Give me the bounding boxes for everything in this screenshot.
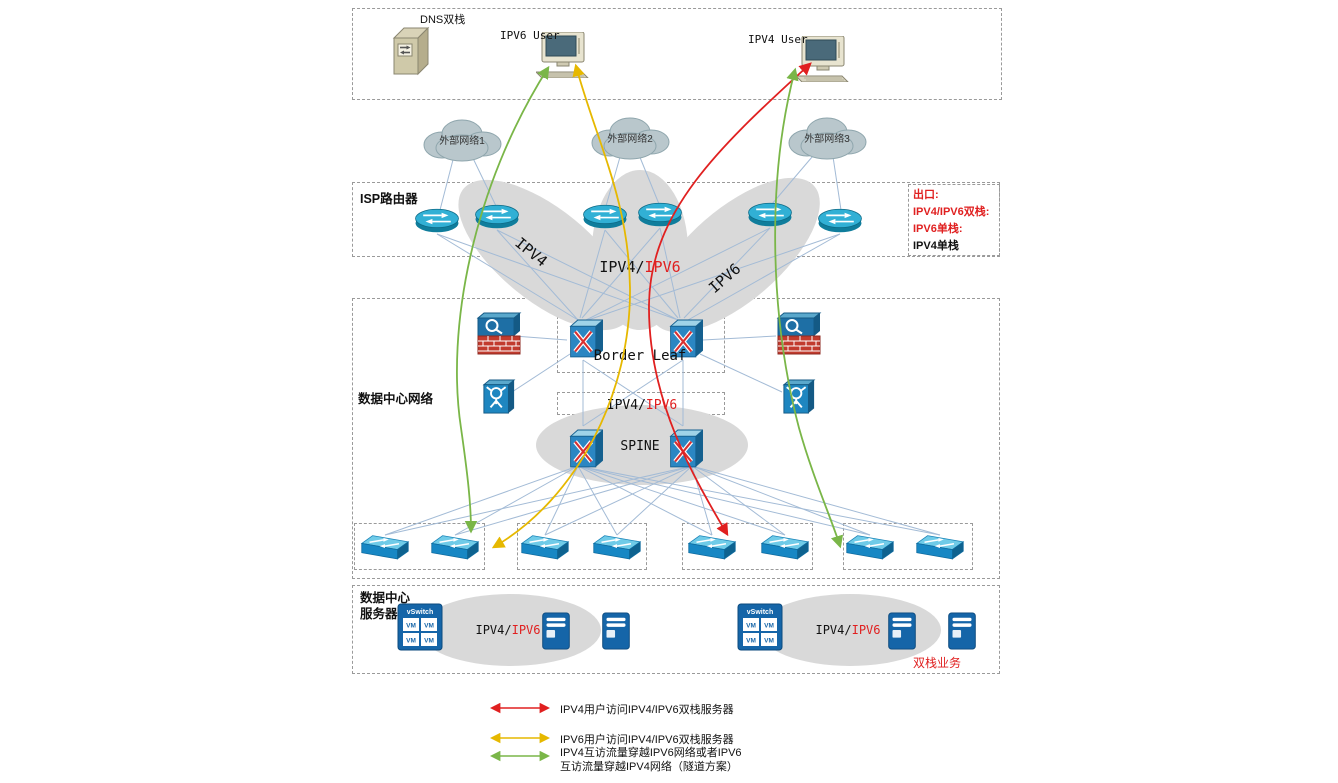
- leaf-switch-icon-7: [845, 534, 895, 560]
- cloud-label-3: 外部网络3: [804, 132, 850, 145]
- vm-label: VM: [764, 623, 774, 630]
- cloud-label-1: 外部网络1: [439, 134, 485, 147]
- router-icon-1: [414, 208, 460, 234]
- leaf-group-box-1: [354, 523, 485, 570]
- exit-note-line1: 出口:: [913, 189, 939, 201]
- router-icon-4: [637, 202, 683, 228]
- spine-switch-icon-1: [571, 430, 603, 467]
- spine-label: SPINE: [620, 439, 659, 454]
- ipv4-user-label: IPV4 User: [748, 33, 808, 46]
- vswitch-label: vSwitch: [407, 609, 433, 616]
- vm-label: VM: [406, 623, 416, 630]
- vm-label: VM: [424, 638, 434, 645]
- mid-ipv4-ipv6-label: IPV4/IPV6: [607, 398, 677, 413]
- server-icon-4: [948, 612, 976, 650]
- legend-green-text-line1: IPV4互访流量穿越IPV6网络或者IPV6: [560, 747, 742, 759]
- leaf-switches: [360, 534, 965, 560]
- router-icon-6: [817, 208, 863, 234]
- ipv6-user-label: IPV6 User: [500, 29, 560, 42]
- vswitch-label: vSwitch: [747, 609, 773, 616]
- leaf-switch-icon-3: [520, 534, 570, 560]
- leaf-switch-icon-6: [760, 534, 810, 560]
- dual-stack-label: 双栈业务: [913, 656, 962, 670]
- dc-server-label-line1: 数据中心: [360, 591, 411, 605]
- firewall-icon-left: [477, 312, 521, 355]
- users-zone-box: [352, 8, 1002, 100]
- leaf-switch-icon-5: [687, 534, 737, 560]
- dc-network-zone-label: 数据中心网络: [358, 392, 434, 406]
- legend-red-text: IPV4用户访问IPV4/IPV6双栈服务器: [560, 704, 734, 716]
- dns-server-icon: [393, 27, 429, 75]
- cloud-label-2: 外部网络2: [607, 132, 653, 145]
- flow-ipv6-user-yellow-arrow: [491, 63, 631, 549]
- firewall-icon-right: [777, 312, 821, 355]
- leaf-switch-icon-2: [430, 534, 480, 560]
- exit-note-line3: IPV6单栈:: [913, 223, 963, 235]
- leaf-switch-icon-4: [592, 534, 642, 560]
- zone-label-ipv4-ipv6: IPV4/IPV6: [599, 258, 680, 276]
- vm-label: VM: [424, 623, 434, 630]
- dns-label: DNS双栈: [420, 14, 466, 26]
- leaf-switch-icon-1: [360, 534, 410, 560]
- vm-label: VM: [764, 638, 774, 645]
- leaf-switch-icon-8: [915, 534, 965, 560]
- vm-label: VM: [746, 638, 756, 645]
- flow-tunnel-green-arrow-right: [774, 67, 844, 549]
- vm-label: VM: [406, 638, 416, 645]
- exit-note-line2: IPV4/IPV6双栈:: [913, 206, 990, 218]
- router-icon-5: [747, 202, 793, 228]
- server-icon-3: [888, 612, 916, 650]
- server-icon-1: [542, 612, 570, 650]
- exit-note: 出口: IPV4/IPV6双栈: IPV6单栈: IPV4单栈: [913, 187, 989, 255]
- load-balancer-icon-left: [482, 379, 516, 415]
- border-leaf-label: Border Leaf: [594, 348, 687, 364]
- exit-note-box: [908, 184, 1000, 256]
- dc-server-zone-label: 数据中心 服务器: [360, 590, 410, 622]
- flow-tunnel-green-arrow-left: [456, 65, 550, 534]
- dc-server-label-line2: 服务器: [360, 607, 398, 621]
- exit-note-line4: IPV4单栈: [913, 240, 959, 252]
- server-zone-label-left: IPV4/IPV6: [475, 623, 540, 637]
- vm-label: VM: [746, 623, 756, 630]
- legend-green-text-line2: 互访流量穿越IPV4网络（隧道方案）: [560, 761, 738, 773]
- legend-yellow-text: IPV6用户访问IPV4/IPV6双栈服务器: [560, 734, 734, 746]
- vswitch-icon-right: vSwitch VM VM VM VM: [737, 603, 783, 651]
- server-icon-2: [602, 612, 630, 650]
- server-zone-label-right: IPV4/IPV6: [815, 623, 880, 637]
- external-network-clouds: 外部网络1 外部网络2 外部网络3: [423, 117, 867, 162]
- isp-zone-label: ISP路由器: [360, 192, 418, 206]
- flow-ipv4-user-red-arrow: [648, 62, 812, 537]
- leaf-group-box-4: [843, 523, 973, 570]
- vswitch-icon-left: vSwitch VM VM VM VM: [397, 603, 443, 651]
- router-icon-2: [474, 204, 520, 230]
- dc-server-zone-box: [352, 585, 1000, 674]
